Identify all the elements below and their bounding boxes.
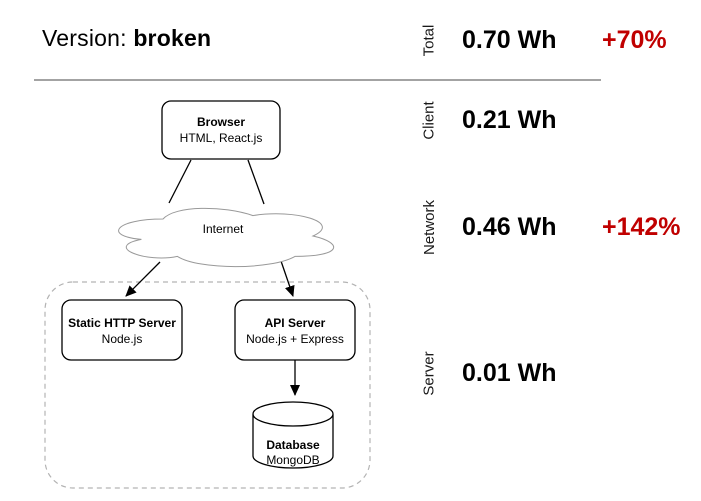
metric-label-client: Client bbox=[420, 100, 438, 140]
header-divider bbox=[34, 79, 601, 81]
edge-internet-static-server bbox=[125, 261, 161, 297]
api-server-node: API Server Node.js + Express bbox=[234, 299, 356, 361]
browser-box bbox=[161, 100, 281, 160]
database-subtitle: MongoDB bbox=[266, 453, 319, 467]
api-server-title: API Server bbox=[265, 316, 326, 330]
metric-value-client: 0.21 Wh bbox=[462, 105, 557, 134]
internet-cloud-node: Internet bbox=[118, 207, 334, 268]
metric-label-server: Server bbox=[420, 350, 438, 396]
page-title: Version: broken bbox=[42, 25, 211, 52]
architecture-diagram: Browser HTML, React.js Internet Static H… bbox=[44, 100, 371, 489]
metric-row-network: Network 0.46 Wh +142% bbox=[412, 199, 701, 255]
version-label: Version: bbox=[42, 25, 127, 51]
server-group-border bbox=[44, 281, 371, 489]
browser-subtitle: HTML, React.js bbox=[180, 131, 263, 145]
metric-row-client: Client 0.21 Wh bbox=[412, 95, 701, 145]
database-title: Database bbox=[266, 438, 320, 452]
metric-label-network: Network bbox=[420, 199, 438, 255]
browser-node: Browser HTML, React.js bbox=[161, 100, 281, 160]
metric-delta-total: +70% bbox=[602, 25, 667, 54]
metric-label-cell: Network bbox=[412, 199, 446, 255]
metric-label-cell: Client bbox=[412, 95, 446, 145]
metric-label-cell: Total bbox=[412, 15, 446, 65]
static-http-server-node: Static HTTP Server Node.js bbox=[61, 299, 183, 361]
browser-title: Browser bbox=[197, 115, 245, 129]
version-value: broken bbox=[133, 25, 212, 51]
static-http-server-box bbox=[61, 299, 183, 361]
api-server-box bbox=[234, 299, 356, 361]
internet-label: Internet bbox=[203, 222, 244, 236]
api-server-subtitle: Node.js + Express bbox=[246, 332, 344, 346]
metric-label-total: Total bbox=[420, 24, 438, 56]
static-http-server-subtitle: Node.js bbox=[102, 332, 143, 346]
database-node: Database MongoDB bbox=[252, 401, 334, 469]
metric-value-server: 0.01 Wh bbox=[462, 358, 557, 387]
static-http-server-title: Static HTTP Server bbox=[68, 316, 176, 330]
metric-label-cell: Server bbox=[412, 348, 446, 398]
metric-row-server: Server 0.01 Wh bbox=[412, 348, 701, 398]
metric-value-total: 0.70 Wh bbox=[462, 25, 557, 54]
edge-internet-api-server bbox=[280, 260, 295, 297]
metric-delta-network: +142% bbox=[602, 212, 681, 241]
metric-row-total: Total 0.70 Wh +70% bbox=[412, 15, 701, 65]
database-cylinder bbox=[252, 401, 334, 469]
edge-browser-internet-left bbox=[168, 159, 192, 204]
edge-browser-internet-right bbox=[247, 159, 265, 205]
cloud-shape bbox=[118, 207, 334, 268]
metric-value-network: 0.46 Wh bbox=[462, 212, 557, 241]
